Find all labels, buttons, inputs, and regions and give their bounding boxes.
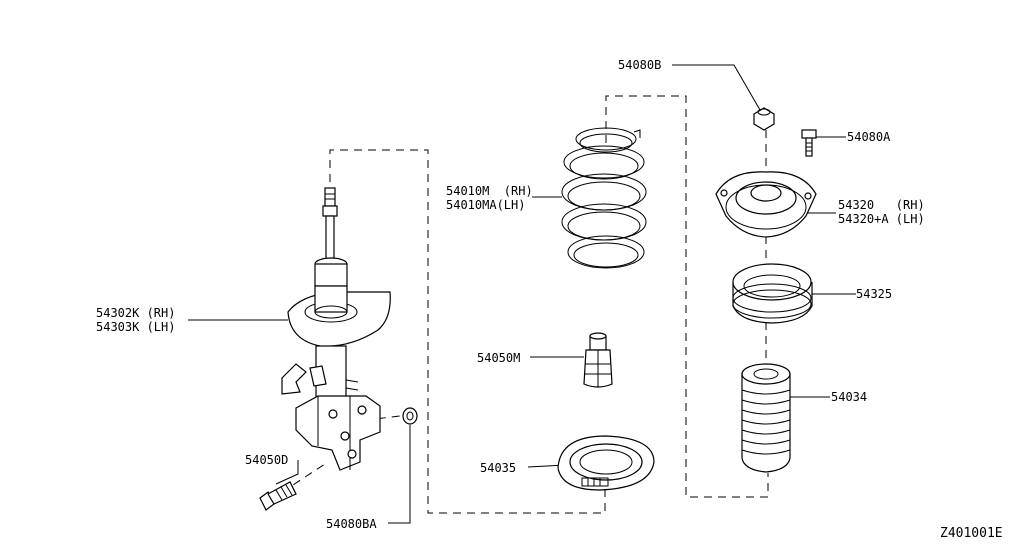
callout-54050m: 54050M (477, 351, 521, 365)
callout-54080b: 54080B (618, 58, 662, 72)
callout-54080ba: 54080BA (326, 517, 377, 531)
leader-lines (188, 64, 856, 524)
callout-54080a: 54080A (847, 130, 891, 144)
part-54080a-bolt (801, 129, 817, 157)
callout-54320a-lh: 54320+A (LH) (838, 212, 925, 226)
callout-54035: 54035 (480, 461, 517, 475)
part-54325-bearing (732, 263, 813, 324)
part-54050d-bolt (259, 481, 297, 511)
callout-54010ma-lh: 54010MA(LH) (446, 198, 526, 212)
part-54050m-bump-stop (583, 332, 613, 388)
part-54320-strut-mount (715, 171, 817, 238)
callout-54303k-lh: 54303K (LH) (96, 320, 176, 334)
part-54035-spring-seat (557, 435, 655, 491)
part-54080ba-nut (402, 407, 418, 425)
part-54034-dust-boot (741, 363, 791, 473)
callout-54325: 54325 (856, 287, 893, 301)
callout-54302k-rh: 54302K (RH) (96, 306, 176, 320)
callout-54320-rh: 54320 (RH) (838, 198, 925, 212)
part-54010-coil-spring (561, 127, 647, 269)
diagram-id: Z401001E (940, 526, 1003, 541)
callout-54010m-rh: 54010M (RH) (446, 184, 533, 198)
part-54080b-nut (753, 107, 775, 131)
callout-54050d: 54050D (245, 453, 289, 467)
assembly-dashed-lines (269, 95, 769, 514)
callout-54034: 54034 (831, 390, 868, 404)
part-54302k-strut-assembly (281, 187, 391, 471)
